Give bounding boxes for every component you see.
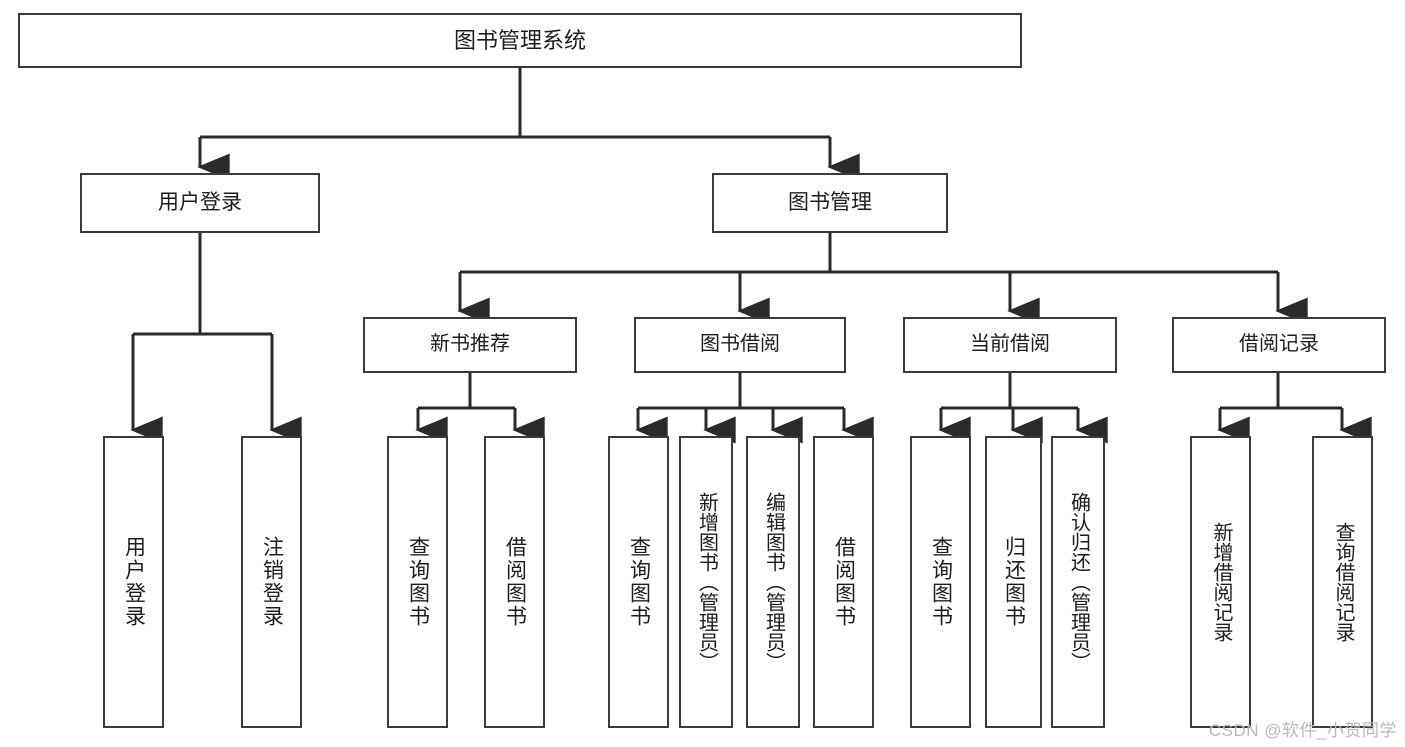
leaf-add-borrow-record[interactable]: 新增借阅记录 [1190, 436, 1251, 728]
node-borrow-records[interactable]: 借阅记录 [1172, 317, 1386, 373]
node-current-borrowing-label: 当前借阅 [970, 333, 1050, 356]
node-borrow-records-label: 借阅记录 [1239, 333, 1319, 356]
csdn-watermark: CSDN @软件_小贺同学 [1208, 721, 1397, 740]
node-book-management[interactable]: 图书管理 [712, 173, 948, 233]
node-new-book-recommendation-label: 新书推荐 [430, 333, 510, 356]
node-user-login-label: 用户登录 [158, 190, 242, 214]
leaf-borrow-books-recommendation[interactable]: 借阅图书 [484, 436, 545, 728]
node-new-book-recommendation[interactable]: 新书推荐 [363, 317, 577, 373]
leaf-confirm-return-admin-label: 确认归还（管理员） [1067, 492, 1090, 672]
node-book-borrowing-label: 图书借阅 [700, 333, 780, 356]
leaf-query-books-recommendation[interactable]: 查询图书 [387, 436, 448, 728]
leaf-query-books-current-label: 查询图书 [929, 536, 953, 628]
leaf-query-books-borrowing[interactable]: 查询图书 [608, 436, 669, 728]
node-current-borrowing[interactable]: 当前借阅 [903, 317, 1117, 373]
node-book-borrowing[interactable]: 图书借阅 [634, 317, 846, 373]
leaf-edit-book-admin-label: 编辑图书（管理员） [762, 492, 785, 672]
leaf-add-borrow-record-label: 新增借阅记录 [1210, 522, 1232, 642]
node-user-login[interactable]: 用户登录 [80, 173, 320, 233]
leaf-borrow-books-borrowing[interactable]: 借阅图书 [813, 436, 874, 728]
leaf-borrow-books-borrowing-label: 借阅图书 [832, 536, 856, 628]
leaf-borrow-books-recommendation-label: 借阅图书 [503, 536, 527, 628]
node-root[interactable]: 图书管理系统 [18, 13, 1022, 68]
leaf-return-books-label: 归还图书 [1002, 536, 1026, 628]
leaf-add-book-admin[interactable]: 新增图书（管理员） [679, 436, 733, 728]
leaf-query-borrow-record[interactable]: 查询借阅记录 [1312, 436, 1373, 728]
node-book-management-label: 图书管理 [788, 190, 872, 214]
leaf-confirm-return-admin[interactable]: 确认归还（管理员） [1051, 436, 1105, 728]
leaf-edit-book-admin[interactable]: 编辑图书（管理员） [746, 436, 800, 728]
leaf-return-books[interactable]: 归还图书 [985, 436, 1042, 728]
leaf-query-borrow-record-label: 查询借阅记录 [1332, 522, 1354, 642]
leaf-query-books-recommendation-label: 查询图书 [406, 536, 430, 628]
leaf-user-login[interactable]: 用户登录 [103, 436, 164, 728]
leaf-logout[interactable]: 注销登录 [241, 436, 302, 728]
leaf-user-login-label: 用户登录 [122, 536, 146, 628]
leaf-query-books-borrowing-label: 查询图书 [627, 536, 651, 628]
leaf-query-books-current[interactable]: 查询图书 [910, 436, 971, 728]
leaf-add-book-admin-label: 新增图书（管理员） [695, 492, 718, 672]
node-root-label: 图书管理系统 [453, 27, 586, 53]
leaf-logout-label: 注销登录 [260, 536, 284, 628]
